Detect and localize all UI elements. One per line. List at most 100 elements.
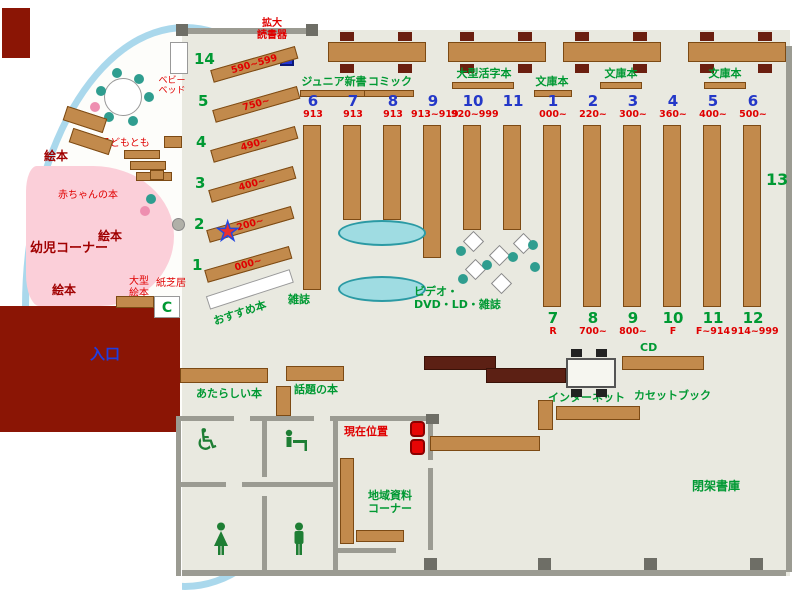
sofa-bench — [338, 276, 426, 302]
closed-stacks-label: 閉架書庫 — [692, 479, 741, 493]
bookshelf-column — [583, 125, 601, 307]
diag-number-2: 2 — [194, 215, 205, 233]
section-header-bunko-2: 文庫本 — [604, 67, 638, 80]
stool — [128, 116, 138, 126]
cd-shelf — [622, 356, 704, 370]
kamishibai-shelf — [116, 296, 154, 308]
kids-step — [130, 161, 166, 170]
wall — [176, 482, 226, 487]
kids-step — [124, 150, 160, 159]
header-shelf — [364, 90, 414, 97]
current-location-marker — [410, 439, 425, 455]
topic-books-shelf — [276, 386, 291, 416]
cassette-label: カセットブック — [634, 389, 711, 402]
wall — [786, 46, 792, 572]
current-location-label: 現在位置 — [344, 425, 388, 438]
wall — [176, 416, 181, 576]
stool — [530, 262, 540, 272]
chair — [575, 64, 589, 73]
large-picture-books-label: 大型絵本 — [129, 276, 149, 299]
shelf-label-11: 11 — [502, 92, 524, 110]
magnifier-device-label: 拡大読書器 — [257, 18, 287, 41]
baby-changing-icon — [285, 429, 307, 451]
chair — [398, 32, 412, 41]
service-counter — [486, 368, 566, 383]
stool — [90, 102, 100, 112]
pc-chair — [596, 349, 607, 357]
chair — [633, 64, 647, 73]
topic-books-label: 話題の本 — [294, 383, 338, 396]
picture-books-label: 絵本 — [44, 149, 69, 163]
bookshelf-column — [543, 125, 561, 307]
pillar — [644, 558, 657, 570]
wall — [242, 482, 336, 487]
bookshelf-column — [423, 125, 441, 258]
bookshelf-column — [303, 125, 321, 290]
chair — [518, 32, 532, 41]
header-shelf — [600, 82, 642, 89]
wall — [428, 468, 433, 550]
stool — [172, 218, 185, 231]
baby-books-label: 赤ちゃんの本 — [58, 190, 118, 201]
display-shelf — [430, 436, 540, 451]
pillar — [750, 558, 763, 570]
wall — [250, 416, 314, 421]
section-header-junior: ジュニア新書 — [301, 75, 367, 88]
kids-shelf — [164, 136, 182, 148]
bookshelf-column — [343, 125, 361, 220]
chair — [758, 32, 772, 41]
stool — [104, 112, 114, 122]
video-label-line1: ビデオ・ — [414, 285, 458, 298]
chair — [633, 32, 647, 41]
header-shelf — [704, 82, 746, 89]
stool — [458, 274, 468, 284]
chair — [460, 64, 474, 73]
service-counter — [424, 356, 496, 370]
stool — [134, 74, 144, 84]
section-header-bunko-1: 文庫本 — [535, 75, 569, 88]
baby-bed-label: ベビーベッド — [158, 76, 186, 97]
local-materials-shelf — [340, 458, 354, 544]
bookshelf-column — [503, 125, 521, 230]
stool — [140, 206, 150, 216]
chair — [398, 64, 412, 73]
kodomo-label: 子どもとも — [100, 138, 150, 149]
bookshelf-column — [383, 125, 401, 220]
toddler-corner-label: 幼児コーナー — [30, 241, 109, 256]
picture-books-label: 絵本 — [98, 229, 123, 243]
reading-table — [448, 42, 546, 62]
outside-area — [0, 430, 182, 600]
kids-shelf — [150, 170, 164, 180]
bookshelf-column — [663, 125, 681, 307]
chair — [575, 32, 589, 41]
stool — [528, 240, 538, 250]
star-marker-icon: ★ — [215, 216, 240, 247]
wall — [176, 28, 318, 34]
chair — [518, 64, 532, 73]
topic-books-shelf — [286, 366, 344, 381]
internet-label: インターネット — [548, 391, 625, 404]
new-books-shelf — [180, 368, 268, 383]
pillar — [176, 24, 188, 36]
pc-chair — [571, 389, 582, 397]
diag-number-3: 3 — [195, 174, 206, 192]
stool — [508, 252, 518, 262]
chair — [460, 32, 474, 41]
round-table — [104, 78, 142, 116]
local-materials-label: 地域資料コーナー — [368, 489, 412, 515]
man-icon — [294, 522, 304, 555]
bookshelf-column — [463, 125, 481, 230]
wall — [262, 496, 267, 576]
stool — [456, 246, 466, 256]
